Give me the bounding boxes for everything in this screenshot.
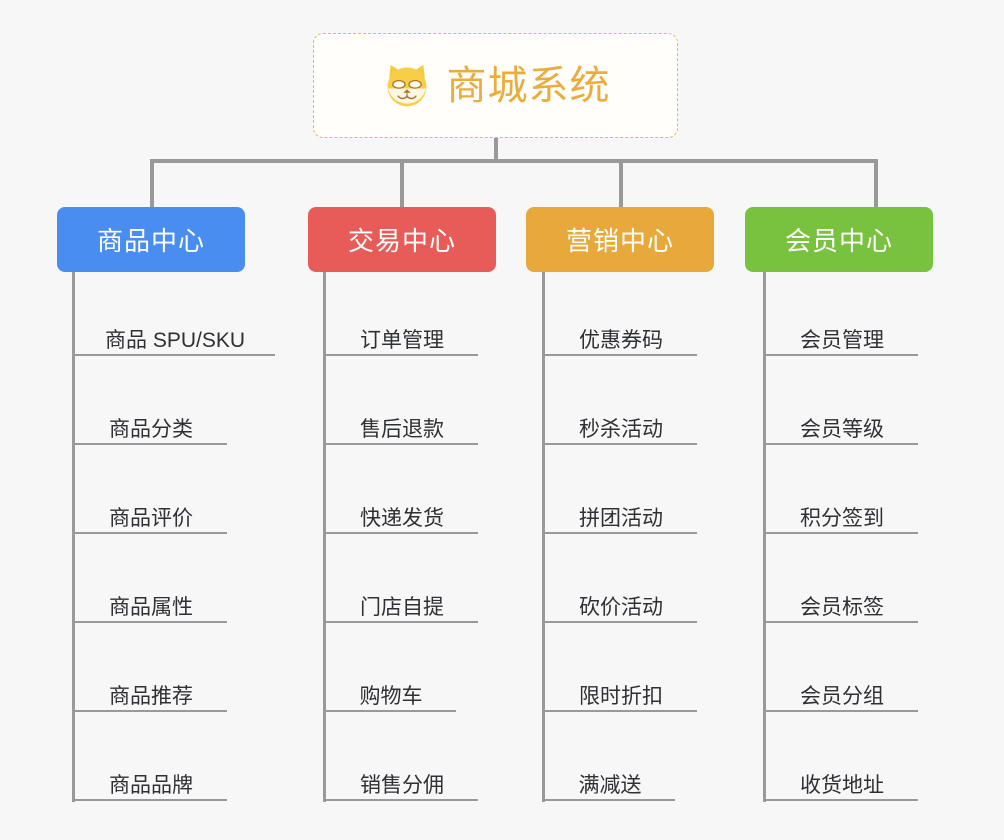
- category-label: 营销中心: [565, 226, 674, 256]
- leaf-label: 收货地址: [800, 773, 884, 797]
- category-label: 商品中心: [96, 226, 205, 256]
- leaf-label: 满减送: [578, 773, 642, 797]
- root-title: 商城系统: [446, 63, 611, 108]
- leaf-item[interactable]: 商品评价: [75, 490, 227, 534]
- leaf-label: 商品分类: [109, 417, 193, 441]
- connector-drop-3: [619, 159, 623, 209]
- leaf-item[interactable]: 商品分类: [75, 401, 227, 445]
- leaf-item[interactable]: 秒杀活动: [545, 401, 697, 445]
- leaf-label: 优惠券码: [579, 328, 663, 352]
- leaf-label: 购物车: [359, 684, 423, 708]
- leaf-item[interactable]: 商品品牌: [75, 757, 227, 801]
- root-node[interactable]: 商城系统: [313, 33, 678, 138]
- leaf-label: 商品属性: [109, 595, 193, 619]
- leaf-label: 拼团活动: [579, 506, 663, 530]
- leaf-item[interactable]: 会员管理: [766, 312, 918, 356]
- connector-drop-4: [874, 159, 878, 209]
- leaf-label: 砍价活动: [579, 595, 663, 619]
- leaf-label: 会员分组: [800, 684, 884, 708]
- leaf-item[interactable]: 积分签到: [766, 490, 918, 534]
- leaf-label: 限时折扣: [579, 684, 663, 708]
- leaf-label: 商品推荐: [109, 684, 193, 708]
- trunk-trade-center: [323, 272, 326, 802]
- leaf-label: 会员等级: [800, 417, 884, 441]
- leaf-item[interactable]: 优惠券码: [545, 312, 697, 356]
- connector-root-stem: [494, 138, 498, 163]
- trunk-marketing-center: [542, 272, 545, 802]
- leaf-item[interactable]: 售后退款: [326, 401, 478, 445]
- leaf-label: 会员标签: [800, 595, 884, 619]
- leaf-item[interactable]: 商品属性: [75, 579, 227, 623]
- shiba-dog-face-icon: [387, 64, 426, 106]
- leaf-label: 商品品牌: [109, 773, 193, 797]
- leaf-item[interactable]: 门店自提: [326, 579, 478, 623]
- leaf-item[interactable]: 拼团活动: [545, 490, 697, 534]
- leaf-label: 商品 SPU/SKU: [104, 328, 246, 352]
- leaf-label: 商品评价: [109, 506, 193, 530]
- leaf-label: 会员管理: [800, 328, 884, 352]
- leaf-item[interactable]: 会员分组: [766, 668, 918, 712]
- category-header-trade-center[interactable]: 交易中心: [308, 207, 496, 272]
- leaf-item[interactable]: 快递发货: [326, 490, 478, 534]
- connector-bus: [150, 159, 878, 163]
- leaf-label: 积分签到: [800, 506, 884, 530]
- leaf-label: 门店自提: [360, 595, 444, 619]
- category-header-member-center[interactable]: 会员中心: [745, 207, 933, 272]
- leaf-item[interactable]: 砍价活动: [545, 579, 697, 623]
- leaf-label: 售后退款: [360, 417, 444, 441]
- leaf-label: 秒杀活动: [579, 417, 663, 441]
- leaf-item[interactable]: 商品 SPU/SKU: [75, 312, 275, 356]
- connector-drop-1: [150, 159, 154, 209]
- category-header-product-center[interactable]: 商品中心: [57, 207, 245, 272]
- leaf-item[interactable]: 销售分佣: [326, 757, 478, 801]
- leaf-item[interactable]: 收货地址: [766, 757, 918, 801]
- leaf-item[interactable]: 限时折扣: [545, 668, 697, 712]
- leaf-label: 快递发货: [360, 506, 444, 530]
- leaf-item[interactable]: 满减送: [545, 757, 675, 801]
- leaf-label: 销售分佣: [360, 773, 444, 797]
- category-label: 会员中心: [784, 226, 893, 256]
- leaf-item[interactable]: 订单管理: [326, 312, 478, 356]
- trunk-member-center: [763, 272, 766, 802]
- leaf-item[interactable]: 商品推荐: [75, 668, 227, 712]
- connector-drop-2: [400, 159, 404, 209]
- category-label: 交易中心: [347, 226, 456, 256]
- trunk-product-center: [72, 272, 75, 802]
- leaf-item[interactable]: 购物车: [326, 668, 456, 712]
- leaf-item[interactable]: 会员等级: [766, 401, 918, 445]
- category-header-marketing-center[interactable]: 营销中心: [526, 207, 714, 272]
- leaf-label: 订单管理: [360, 328, 444, 352]
- leaf-item[interactable]: 会员标签: [766, 579, 918, 623]
